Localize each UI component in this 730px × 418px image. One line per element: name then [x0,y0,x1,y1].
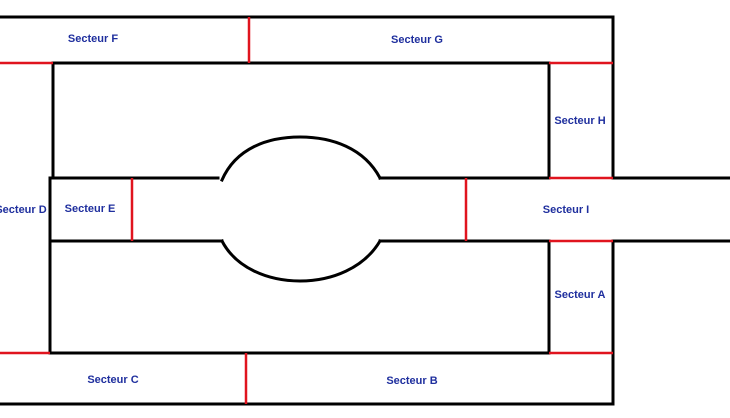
sector-c-label: Secteur C [87,374,138,386]
center-circle-lower-arc [219,238,383,283]
center-circle-upper-arc [220,135,383,182]
sector-b-label: Secteur B [386,375,437,387]
sector-g-label: Secteur G [391,34,443,46]
sector-h-label: Secteur H [554,115,605,127]
sector-a-label: Secteur A [555,289,606,301]
sector-f-label: Secteur F [68,33,118,45]
walls [0,15,730,406]
dividers [0,17,613,404]
sector-e-label: Secteur E [65,203,116,215]
sector-d-label: Secteur D [0,204,47,216]
sector-i-label: Secteur I [543,204,589,216]
labels: Secteur F Secteur G Secteur H Secteur D … [0,33,606,387]
